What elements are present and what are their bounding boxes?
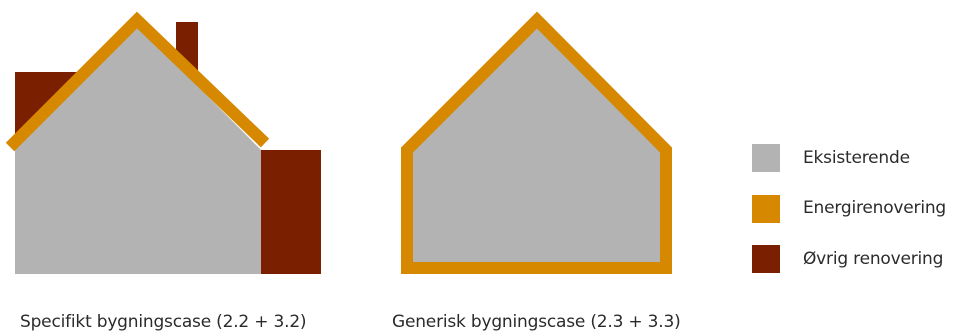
generic-house-energy-envelope: [401, 11, 672, 274]
legend-swatch-other: [752, 245, 780, 273]
legend-swatch-existing: [752, 144, 780, 172]
legend-label-other: Øvrig renovering: [803, 249, 944, 269]
generic-building: [401, 11, 672, 274]
caption-specific: Specifikt bygningscase (2.2 + 3.2): [20, 312, 307, 332]
legend-label-existing: Eksisterende: [803, 148, 910, 168]
generic-house-existing: [407, 20, 666, 268]
caption-generic: Generisk bygningscase (2.3 + 3.3): [392, 312, 681, 332]
specific-house-existing: [15, 25, 261, 274]
specific-roof-energy-renovation: [5, 11, 270, 152]
legend-label-energy: Energirenovering: [803, 198, 947, 218]
extension-renovation: [261, 150, 321, 274]
specific-building: [5, 11, 321, 274]
legend-swatch-energy: [752, 195, 780, 223]
